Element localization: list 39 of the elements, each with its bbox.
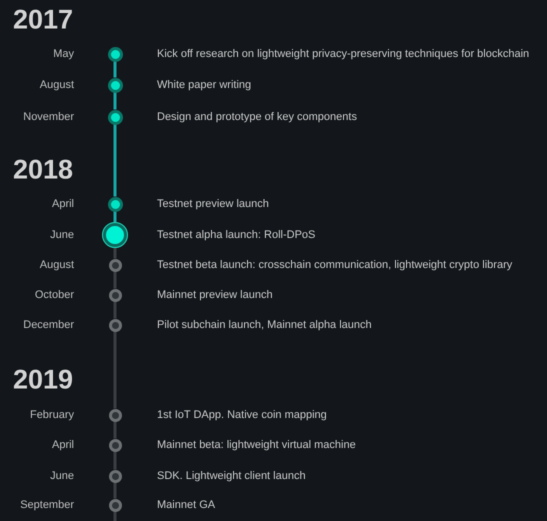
milestone-description: Design and prototype of key components bbox=[157, 110, 357, 124]
milestone-description: SDK. Lightweight client launch bbox=[157, 469, 306, 483]
month-label: November bbox=[23, 110, 74, 124]
timeline-line bbox=[114, 272, 116, 288]
milestone-description: White paper writing bbox=[157, 78, 252, 92]
month-label: February bbox=[30, 408, 74, 422]
month-label: April bbox=[52, 197, 74, 211]
year-heading: 2018 bbox=[13, 156, 74, 184]
milestone-description: Testnet alpha launch: Roll-DPoS bbox=[157, 228, 316, 242]
month-label: June bbox=[50, 469, 74, 483]
timeline-line bbox=[114, 62, 116, 78]
milestone-description: Pilot subchain launch, Mainnet alpha launch bbox=[157, 318, 372, 332]
milestone-description: Mainnet preview launch bbox=[157, 288, 273, 302]
milestone-description: Mainnet beta: lightweight virtual machine bbox=[157, 438, 356, 452]
timeline-line bbox=[114, 332, 116, 408]
timeline-line bbox=[114, 302, 116, 318]
timeline-line bbox=[114, 212, 116, 222]
milestone-description: Kick off research on lightweight privacy-preserving techniques for blockchain bbox=[157, 47, 530, 61]
timeline-line bbox=[114, 92, 116, 110]
month-label: April bbox=[52, 438, 74, 452]
milestone-description: 1st IoT DApp. Native coin mapping bbox=[157, 408, 327, 422]
milestone-description: Mainnet GA bbox=[157, 498, 216, 512]
month-label: December bbox=[23, 318, 74, 332]
timeline-line bbox=[114, 248, 116, 258]
timeline-line bbox=[114, 452, 116, 470]
month-label: May bbox=[53, 47, 74, 61]
timeline-line bbox=[114, 422, 116, 438]
month-label: June bbox=[50, 228, 74, 242]
month-label: August bbox=[40, 78, 74, 92]
year-heading: 2019 bbox=[13, 366, 74, 394]
year-heading: 2017 bbox=[13, 6, 74, 34]
timeline-line bbox=[114, 124, 116, 196]
timeline-line bbox=[114, 482, 116, 498]
milestone-description: Testnet beta launch: crosschain communication, lightweight crypto library bbox=[157, 258, 512, 272]
month-label: September bbox=[20, 498, 74, 512]
milestone-description: Testnet preview launch bbox=[157, 197, 269, 211]
month-label: October bbox=[34, 288, 74, 302]
month-label: August bbox=[40, 258, 74, 272]
timeline-line bbox=[114, 512, 116, 521]
